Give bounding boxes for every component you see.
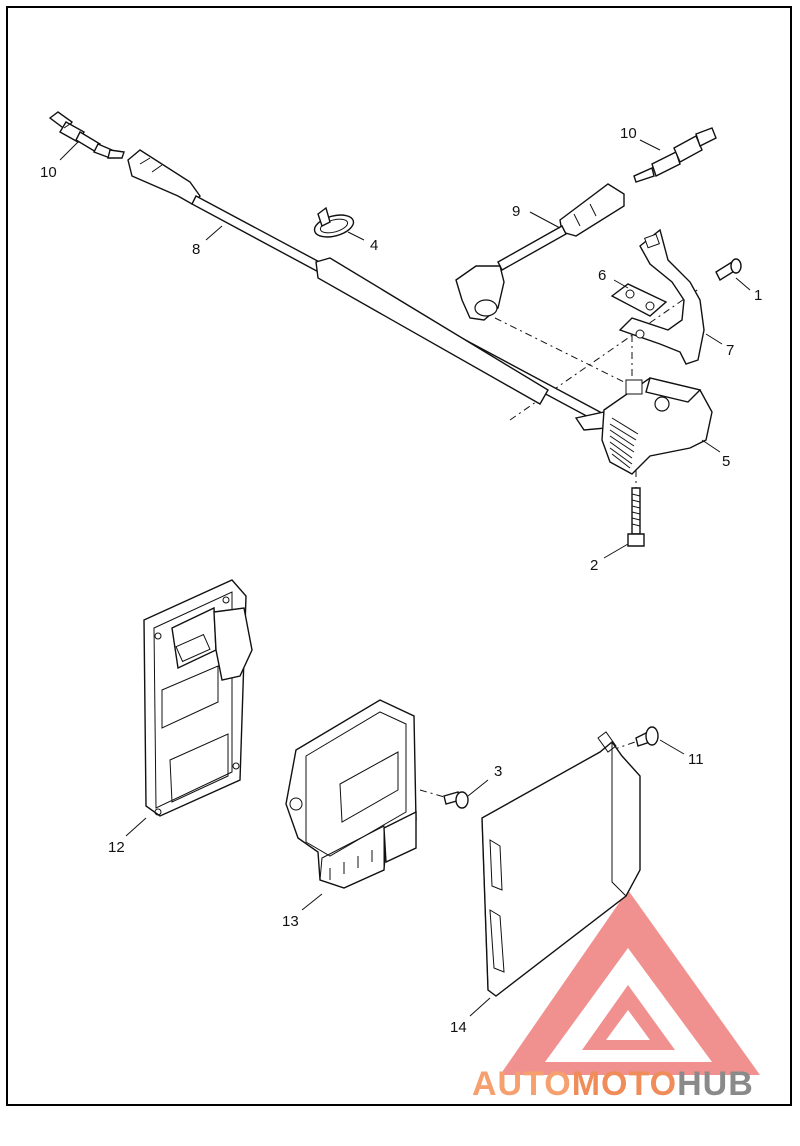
module-cover bbox=[481, 731, 641, 997]
screw-module bbox=[443, 791, 469, 809]
callout-3: 3 bbox=[494, 763, 502, 780]
bolt-long bbox=[627, 487, 645, 547]
watermark-text-moto: MOTO bbox=[572, 1065, 677, 1103]
screw-cover bbox=[635, 726, 659, 747]
callout-9: 9 bbox=[512, 203, 520, 220]
svg-text:AUTOMOTOHUB: AUTOMOTOHUB bbox=[472, 1065, 754, 1103]
mounting-bracket bbox=[618, 228, 705, 365]
callout-11: 11 bbox=[688, 751, 704, 768]
control-module bbox=[285, 699, 417, 889]
spark-plug-left bbox=[48, 111, 125, 159]
callout-13: 13 bbox=[282, 913, 299, 930]
spark-plug-right bbox=[633, 127, 717, 183]
callout-2: 2 bbox=[590, 557, 598, 574]
callout-labels: 10 8 4 9 10 6 1 7 5 2 3 11 12 13 14 bbox=[40, 125, 762, 1036]
watermark-wordmark: AUTOMOTOHUB bbox=[472, 1065, 754, 1103]
callout-14: 14 bbox=[450, 1019, 467, 1036]
callout-10-right: 10 bbox=[620, 125, 637, 142]
callout-12: 12 bbox=[108, 839, 125, 856]
callout-7: 7 bbox=[726, 342, 734, 359]
leader-lines bbox=[59, 139, 751, 1017]
callout-6: 6 bbox=[598, 267, 606, 284]
callout-1: 1 bbox=[754, 287, 762, 304]
bracket-plate bbox=[610, 283, 668, 317]
callout-5: 5 bbox=[722, 453, 730, 470]
callout-4: 4 bbox=[370, 237, 378, 254]
spark-plug-wire-short bbox=[455, 183, 625, 321]
watermark-text-auto: AUTO bbox=[472, 1065, 572, 1103]
ignition-coil bbox=[601, 377, 713, 475]
cable-clip bbox=[313, 206, 355, 238]
callout-10-left: 10 bbox=[40, 164, 57, 181]
watermark-text-hub: HUB bbox=[677, 1065, 754, 1103]
watermark-triangle-icon bbox=[500, 890, 760, 1075]
spark-plug-wire-long bbox=[127, 149, 607, 431]
screw-small bbox=[715, 258, 742, 282]
ecm-module bbox=[143, 579, 253, 817]
diagram-border bbox=[6, 6, 792, 1106]
callout-8: 8 bbox=[192, 241, 200, 258]
alignment-lines bbox=[419, 287, 701, 801]
